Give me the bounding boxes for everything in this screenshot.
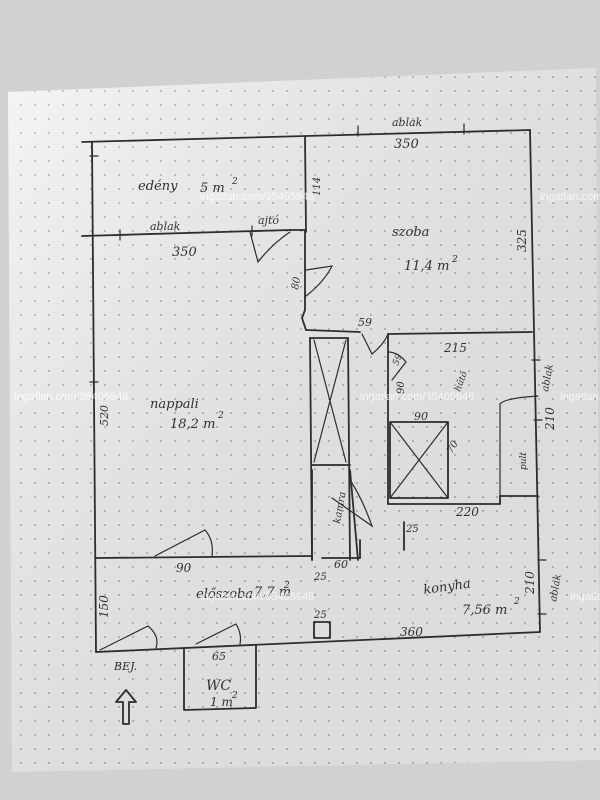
dim-220: 220 [455, 505, 479, 519]
inner-walls [81, 135, 539, 711]
dimension-labels: 350 350 114 325 80 59 215 210 90 59 90 7… [97, 137, 557, 663]
wc-area-sup: 2 [231, 691, 238, 701]
dim-25-a: 25 [405, 524, 419, 535]
watermark-3: ingatlan.com/35405948 [360, 391, 474, 403]
dim-90: 90 [414, 410, 428, 423]
dim-59-small: 59 [391, 353, 404, 367]
dim-520: 520 [98, 405, 111, 426]
eloszoba-area: 7,7 m [254, 585, 291, 600]
ablak-top-label: ablak [392, 116, 423, 129]
door-swings [99, 231, 407, 651]
dim-360: 360 [400, 625, 423, 639]
wc-label: WC [206, 678, 231, 694]
dim-350-left: 350 [172, 245, 197, 260]
eloszoba-area-sup: 2 [283, 581, 290, 591]
ablak-right2-label: ablak [548, 573, 564, 602]
dim-25-b: 25 [313, 572, 327, 583]
ajto-label: ajtó [258, 214, 279, 227]
nappali-area: 18,2 m [170, 417, 215, 432]
outer-walls [81, 129, 541, 653]
dim-80: 80 [290, 275, 303, 290]
watermark-6: ingatlan.com/35405948 [570, 591, 600, 603]
fridge-box [389, 421, 449, 499]
window-marks [89, 123, 547, 615]
shaft-bathroom [313, 339, 347, 463]
wc-area: 1 m [210, 695, 233, 709]
watermark-1: ingatlan.com/35405948 [200, 191, 314, 203]
dim-325: 325 [515, 229, 529, 252]
nappali-area-sup: 2 [217, 411, 224, 421]
konyha-area-sup: 2 [513, 597, 520, 607]
dim-150: 150 [97, 595, 111, 618]
eloszoba-label: előszoba [196, 587, 253, 602]
teraszok-area: 5 m [200, 181, 225, 196]
dim-60: 60 [334, 558, 348, 571]
szoba-area: 11,4 m [404, 259, 449, 274]
szoba-label: szoba [392, 225, 429, 240]
teraszok-area-sup: 2 [231, 177, 238, 187]
konyha-area: 7,56 m [462, 603, 507, 618]
dim-114: 114 [312, 177, 323, 196]
watermarks: ingatlan.com/35405948 ingatlan.com/35405… [14, 191, 600, 603]
dim-210-b: 210 [523, 571, 537, 595]
konyha-label: konyha [422, 576, 471, 597]
teraszok-label: edény [138, 179, 178, 194]
entrance-arrow-icon [115, 689, 137, 725]
watermark-4: ingatlan.com/35405948 [200, 591, 314, 603]
dim-90-kitchen: 90 [396, 381, 407, 394]
nappali-label: nappali [150, 397, 199, 412]
dim-210: 210 [543, 407, 557, 431]
ablak-left-label: ablak [150, 220, 181, 233]
dim-25-c: 25 [313, 610, 327, 621]
pult-label: pult [519, 452, 529, 470]
dim-59: 59 [358, 316, 372, 329]
paper-sheet [8, 68, 600, 772]
dim-350-top: 350 [394, 137, 419, 152]
entrance-label: BEJ. [113, 660, 137, 673]
ablak-right1-label: ablak [540, 363, 556, 392]
szoba-area-sup: 2 [451, 255, 458, 265]
dim-90-bottom: 90 [176, 561, 192, 575]
room-labels: edény 5 m 2 szoba 11,4 m 2 nappali 18,2 … [138, 177, 529, 709]
other-labels: ablak ablak ajtó ablak ablak BEJ. [113, 116, 564, 673]
dim-65: 65 [212, 650, 226, 663]
watermark-5: ingatlan.com/35405948 [540, 191, 600, 203]
watermark-7: ingatlan.com/35405948 [560, 391, 600, 403]
watermark-2: ingatlan.com/35405948 [14, 391, 128, 403]
dim-215: 215 [443, 341, 467, 355]
